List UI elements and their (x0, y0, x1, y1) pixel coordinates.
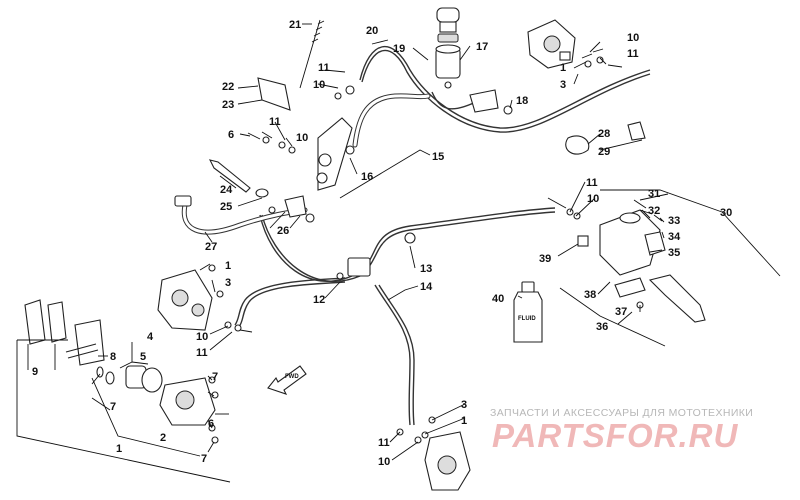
callout-10e: 10 (196, 331, 208, 343)
callout-7b: 7 (212, 371, 218, 383)
callout-5: 5 (140, 351, 146, 363)
callout-10c: 10 (296, 132, 308, 144)
callout-37: 37 (615, 306, 627, 318)
callout-30: 30 (720, 207, 732, 219)
callout-20: 20 (366, 25, 378, 37)
callout-3b: 3 (225, 277, 231, 289)
callout-11b: 11 (627, 48, 639, 60)
callout-6b: 6 (208, 418, 214, 430)
callout-22: 22 (222, 81, 234, 93)
left-caliper-part (157, 269, 213, 331)
callout-32: 32 (648, 205, 660, 217)
forward-arrow-icon: FWD (267, 365, 307, 395)
callout-16: 16 (361, 171, 373, 183)
callout-2: 2 (160, 432, 166, 444)
callout-numbers: 21 20 19 17 11 10 18 10 11 1 3 22 23 11 … (32, 19, 732, 468)
callout-3a: 3 (560, 79, 566, 91)
callout-40: 40 (492, 293, 504, 305)
watermark: ЗАПЧАСТИ И АКСЕССУАРЫ ДЛЯ МОТОТЕХНИКИ PA… (490, 407, 753, 454)
callout-10d: 10 (587, 193, 599, 205)
callout-29: 29 (598, 146, 610, 158)
callout-9: 9 (32, 366, 38, 378)
callout-25: 25 (220, 201, 232, 213)
callout-1b: 1 (225, 260, 231, 272)
callout-10a: 10 (313, 79, 325, 91)
callout-28: 28 (598, 128, 610, 140)
top-right-caliper-part (527, 19, 576, 69)
callout-10b: 10 (627, 32, 639, 44)
bottom-left-caliper-part (159, 377, 216, 426)
callout-1d: 1 (461, 415, 467, 427)
callout-17: 17 (476, 41, 488, 53)
callout-4: 4 (147, 331, 154, 343)
callout-8: 8 (110, 351, 116, 363)
callout-1c: 1 (116, 443, 122, 455)
callout-11d: 11 (586, 177, 598, 189)
callout-7c: 7 (201, 453, 207, 465)
parts: FLUID FWD (24, 7, 706, 491)
callout-33: 33 (668, 215, 680, 227)
callout-23: 23 (222, 99, 234, 111)
callout-1a: 1 (560, 62, 566, 74)
callout-14: 14 (420, 281, 433, 293)
callout-34: 34 (668, 231, 681, 243)
callout-11c: 11 (269, 116, 281, 128)
brake-fluid-bottle-part: FLUID (513, 281, 543, 343)
callout-31: 31 (648, 188, 660, 200)
bottom-right-caliper-part (424, 431, 471, 491)
callout-35: 35 (668, 247, 680, 259)
callout-15: 15 (432, 151, 444, 163)
callout-36: 36 (596, 321, 608, 333)
callout-11f: 11 (378, 437, 390, 449)
callout-24: 24 (220, 184, 233, 196)
callout-18: 18 (516, 95, 528, 107)
rear-master-cylinder-part (316, 117, 353, 191)
callout-3c: 3 (461, 399, 467, 411)
callout-39: 39 (539, 253, 551, 265)
callout-12: 12 (313, 294, 325, 306)
watermark-logo: PARTSFOR.RU (492, 417, 738, 454)
reservoir-part (435, 7, 461, 89)
watermark-tagline: ЗАПЧАСТИ И АКСЕССУАРЫ ДЛЯ МОТОТЕХНИКИ (490, 407, 753, 419)
callout-27: 27 (205, 241, 217, 253)
hand-master-cylinder-part (599, 209, 666, 276)
callout-6a: 6 (228, 129, 234, 141)
callout-10f: 10 (378, 456, 390, 468)
callout-13: 13 (420, 263, 432, 275)
callout-21: 21 (289, 19, 301, 31)
forward-label: FWD (285, 374, 299, 380)
bottle-label: FLUID (518, 316, 536, 322)
callout-38: 38 (584, 289, 596, 301)
callout-11a: 11 (318, 62, 330, 74)
callout-26: 26 (277, 225, 289, 237)
callout-19: 19 (393, 43, 405, 55)
callout-7a: 7 (110, 401, 116, 413)
leader-lines (16, 23, 781, 483)
callout-11e: 11 (196, 347, 208, 359)
